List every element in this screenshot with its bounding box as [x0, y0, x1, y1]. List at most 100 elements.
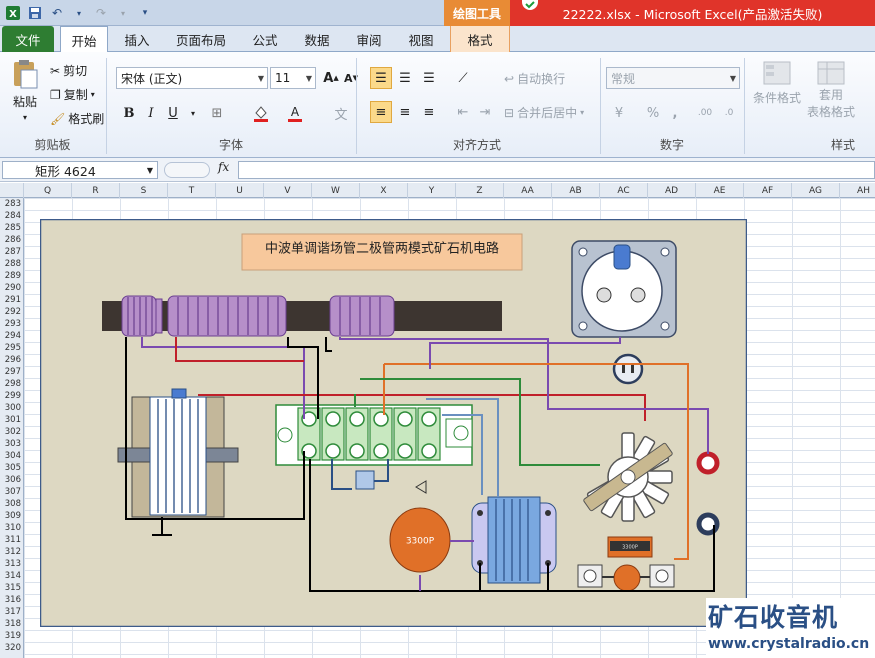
undo-icon[interactable]: ↶	[51, 6, 63, 20]
italic-button[interactable]: I	[148, 105, 154, 121]
row-header[interactable]: 309	[4, 511, 21, 521]
row-header[interactable]: 288	[4, 259, 21, 269]
row-header[interactable]: 296	[4, 355, 21, 365]
grow-font-icon[interactable]: A▲	[323, 70, 339, 86]
column-header[interactable]: AG	[792, 183, 840, 198]
row-header[interactable]: 301	[4, 415, 21, 425]
column-header[interactable]: AD	[648, 183, 696, 198]
conditional-format-button[interactable]: 条件格式	[752, 60, 802, 106]
align-center-icon[interactable]: ≡	[399, 104, 411, 120]
column-header[interactable]: Q	[24, 183, 72, 198]
align-left-icon[interactable]: ≡	[370, 101, 392, 123]
row-header[interactable]: 311	[4, 535, 21, 545]
paste-button[interactable]: 粘贴 ▾	[8, 58, 42, 122]
tab-review[interactable]: 审阅	[356, 32, 382, 48]
row-header[interactable]: 316	[4, 595, 21, 605]
row-header[interactable]: 307	[4, 487, 21, 497]
save-icon[interactable]	[26, 4, 44, 22]
column-header[interactable]: AC	[600, 183, 648, 198]
font-name-select[interactable]: 宋体 (正文)▼	[116, 67, 268, 89]
row-header[interactable]: 299	[4, 391, 21, 401]
bold-button[interactable]: B	[123, 105, 135, 121]
row-header[interactable]: 294	[4, 331, 21, 341]
column-header[interactable]: R	[72, 183, 120, 198]
tab-file[interactable]: 文件	[2, 26, 54, 52]
circuit-diagram[interactable]: 中波单调谐场管二极管两模式矿石机电路	[40, 219, 747, 627]
align-bottom-icon[interactable]: ☰	[423, 70, 435, 86]
row-header[interactable]: 291	[4, 295, 21, 305]
row-header[interactable]: 293	[4, 319, 21, 329]
underline-dropdown-icon[interactable]: ▾	[190, 108, 195, 118]
undo-dropdown-icon[interactable]: ▾	[76, 8, 81, 18]
row-header[interactable]: 320	[4, 643, 21, 653]
row-header[interactable]: 313	[4, 559, 21, 569]
redo-dropdown-icon[interactable]: ▾	[120, 8, 125, 18]
decrease-decimal-icon[interactable]: .0	[724, 108, 734, 118]
row-header[interactable]: 300	[4, 403, 21, 413]
tab-data[interactable]: 数据	[304, 32, 330, 48]
row-header[interactable]: 298	[4, 379, 21, 389]
row-header[interactable]: 285	[4, 223, 21, 233]
row-header[interactable]: 283	[4, 199, 21, 209]
underline-button[interactable]: U	[168, 105, 178, 121]
select-all-corner[interactable]	[0, 183, 24, 198]
row-header[interactable]: 304	[4, 451, 21, 461]
column-header[interactable]: Z	[456, 183, 504, 198]
column-header[interactable]: T	[168, 183, 216, 198]
currency-icon[interactable]: ¥	[614, 105, 624, 121]
column-header[interactable]: AA	[504, 183, 552, 198]
row-header[interactable]: 292	[4, 307, 21, 317]
redo-icon[interactable]: ↷	[95, 6, 107, 20]
row-header[interactable]: 308	[4, 499, 21, 509]
column-header[interactable]: AH	[840, 183, 875, 198]
tab-view[interactable]: 视图	[408, 32, 434, 48]
tab-page-layout[interactable]: 页面布局	[175, 32, 226, 48]
number-format-select[interactable]: 常规▼	[606, 67, 740, 89]
row-header[interactable]: 302	[4, 427, 21, 437]
font-color-icon[interactable]: A	[284, 102, 306, 124]
format-painter-button[interactable]: 🖌格式刷	[50, 110, 104, 127]
tab-format[interactable]: 格式	[450, 26, 510, 52]
tab-home[interactable]: 开始	[60, 26, 108, 53]
align-right-icon[interactable]: ≡	[423, 104, 435, 120]
comma-button[interactable]: ,	[672, 105, 678, 121]
column-header[interactable]: AF	[744, 183, 792, 198]
row-header[interactable]: 303	[4, 439, 21, 449]
row-header[interactable]: 284	[4, 211, 21, 221]
shrink-font-icon[interactable]: A▼	[344, 71, 358, 85]
increase-indent-icon[interactable]: ⇥	[479, 104, 491, 120]
column-header[interactable]: V	[264, 183, 312, 198]
column-header[interactable]: W	[312, 183, 360, 198]
copy-button[interactable]: ❐复制▾	[50, 86, 95, 103]
excel-logo-icon[interactable]: X	[4, 4, 22, 22]
formula-bar-splitter[interactable]	[164, 162, 210, 178]
row-header[interactable]: 305	[4, 463, 21, 473]
row-header[interactable]: 290	[4, 283, 21, 293]
row-header[interactable]: 312	[4, 547, 21, 557]
column-header[interactable]: S	[120, 183, 168, 198]
merge-center-button[interactable]: ⊟合并后居中▾	[504, 104, 584, 121]
font-size-select[interactable]: 11▼	[270, 67, 316, 89]
row-header[interactable]: 295	[4, 343, 21, 353]
format-as-table-button[interactable]: 套用表格格式	[806, 60, 856, 120]
row-header[interactable]: 317	[4, 607, 21, 617]
border-icon[interactable]: ⊞	[211, 105, 223, 121]
fx-icon[interactable]: fx	[218, 160, 230, 174]
row-header[interactable]: 314	[4, 571, 21, 581]
align-middle-icon[interactable]: ☰	[399, 70, 411, 86]
name-box[interactable]: 矩形 4624▼	[2, 161, 158, 179]
wrap-text-button[interactable]: ↩自动换行	[504, 70, 565, 87]
row-header[interactable]: 318	[4, 619, 21, 629]
row-header[interactable]: 289	[4, 271, 21, 281]
fill-color-icon[interactable]	[250, 102, 272, 124]
column-header[interactable]: AB	[552, 183, 600, 198]
tab-formulas[interactable]: 公式	[252, 32, 278, 48]
percent-button[interactable]: %	[646, 105, 660, 121]
row-header[interactable]: 310	[4, 523, 21, 533]
customize-qat-icon[interactable]: ▾	[142, 8, 148, 18]
column-header[interactable]: U	[216, 183, 264, 198]
tab-insert[interactable]: 插入	[124, 32, 150, 48]
increase-decimal-icon[interactable]: .00	[697, 108, 713, 118]
column-header[interactable]: X	[360, 183, 408, 198]
row-header[interactable]: 306	[4, 475, 21, 485]
